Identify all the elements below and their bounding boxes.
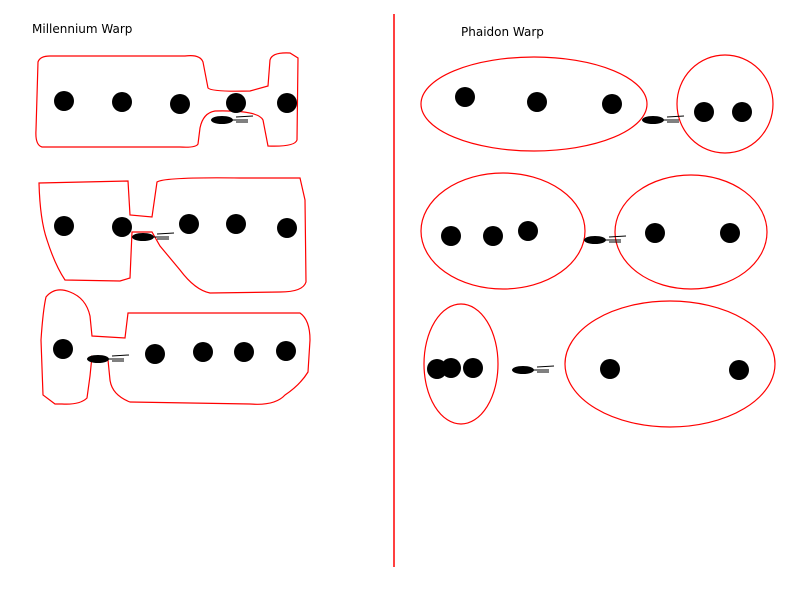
millennium-bubble-2 [38, 177, 307, 294]
planet-dot [179, 214, 199, 234]
ship-icon [512, 365, 555, 374]
planet-dot [234, 342, 254, 362]
phaidon-bubble-1a [420, 56, 648, 152]
phaidon-warp-title: Phaidon Warp [461, 25, 544, 39]
millennium-warp-title: Millennium Warp [32, 22, 133, 36]
planet-dot [277, 93, 297, 113]
planet-dot [455, 87, 475, 107]
phaidon-bubble-3b [564, 300, 776, 428]
planet-dot [277, 218, 297, 238]
planet-dot [226, 93, 246, 113]
planet-dot [54, 216, 74, 236]
phaidon-bubble-2b [614, 174, 768, 290]
planet-dot [441, 226, 461, 246]
planet-dot [441, 358, 461, 378]
planet-dot [729, 360, 749, 380]
ship-icon [132, 232, 175, 241]
planet-dot [483, 226, 503, 246]
planet-dot [145, 344, 165, 364]
planet-dot [54, 91, 74, 111]
planet-dot [226, 214, 246, 234]
planet-dot [645, 223, 665, 243]
phaidon-bubble-2a [420, 172, 586, 290]
planet-dot [527, 92, 547, 112]
planet-dot [112, 92, 132, 112]
planet-dot [600, 359, 620, 379]
phaidon-bubble-3a [423, 303, 499, 425]
planet-dot [732, 102, 752, 122]
planet-dot [463, 358, 483, 378]
planet-dot [602, 94, 622, 114]
planet-dot [170, 94, 190, 114]
ship-icon [584, 235, 627, 244]
planet-dot [276, 341, 296, 361]
millennium-bubble-3 [40, 289, 311, 405]
planet-dot [518, 221, 538, 241]
ship-icon [642, 115, 685, 124]
planet-dot [53, 339, 73, 359]
planet-dot [112, 217, 132, 237]
ship-icon [211, 115, 254, 124]
planet-dot [193, 342, 213, 362]
millennium-bubble-1 [35, 52, 299, 148]
ship-icon [87, 354, 130, 363]
phaidon-bubble-1b [676, 54, 774, 154]
planet-dot [694, 102, 714, 122]
planet-dot [720, 223, 740, 243]
